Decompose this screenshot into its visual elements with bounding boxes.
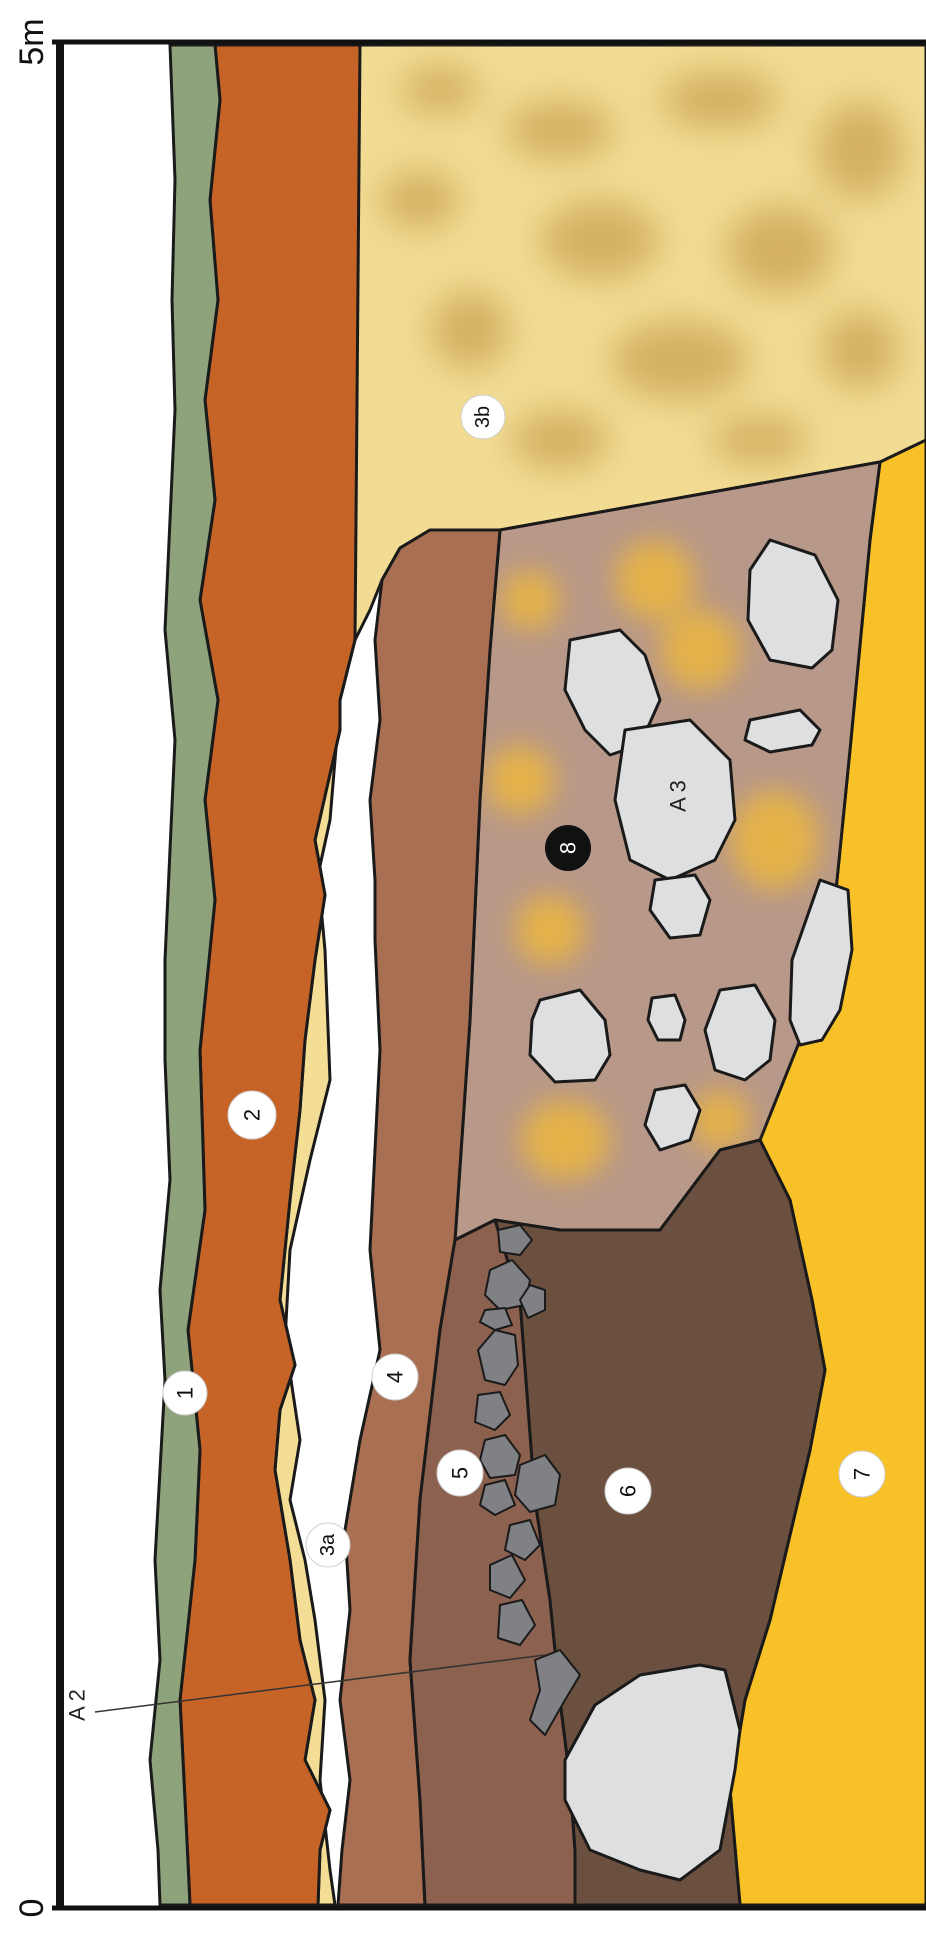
layer-label-6-text: 6	[616, 1485, 641, 1497]
layer-label-6: 6	[605, 1468, 651, 1514]
layer-label-3a-text: 3a	[317, 1533, 339, 1556]
layer-label-7: 7	[839, 1451, 885, 1497]
layer-label-5-text: 5	[448, 1467, 473, 1479]
layer-label-2-text: 2	[240, 1109, 265, 1121]
layer-label-3b: 3b	[461, 395, 505, 439]
feature-label-a3: A 3	[666, 780, 691, 812]
layer-label-1-text: 1	[173, 1387, 198, 1399]
layer-label-5: 5	[437, 1450, 483, 1496]
layer-label-3b-text: 3b	[472, 406, 494, 428]
layer-label-4: 4	[372, 1354, 418, 1400]
scale-label-end: 5m	[13, 18, 51, 65]
feature-label-a2: A 2	[65, 1689, 90, 1721]
stone	[705, 985, 775, 1080]
layer-label-1: 1	[163, 1371, 207, 1415]
layer-label-8: 8	[545, 825, 591, 871]
scale-label-start: 0	[13, 1899, 51, 1918]
layer-label-4-text: 4	[383, 1371, 408, 1383]
layer-label-2: 2	[228, 1091, 276, 1139]
layer-label-3a: 3a	[306, 1523, 350, 1567]
layer-label-8-text: 8	[556, 842, 581, 854]
layer-label-7-text: 7	[850, 1468, 875, 1480]
